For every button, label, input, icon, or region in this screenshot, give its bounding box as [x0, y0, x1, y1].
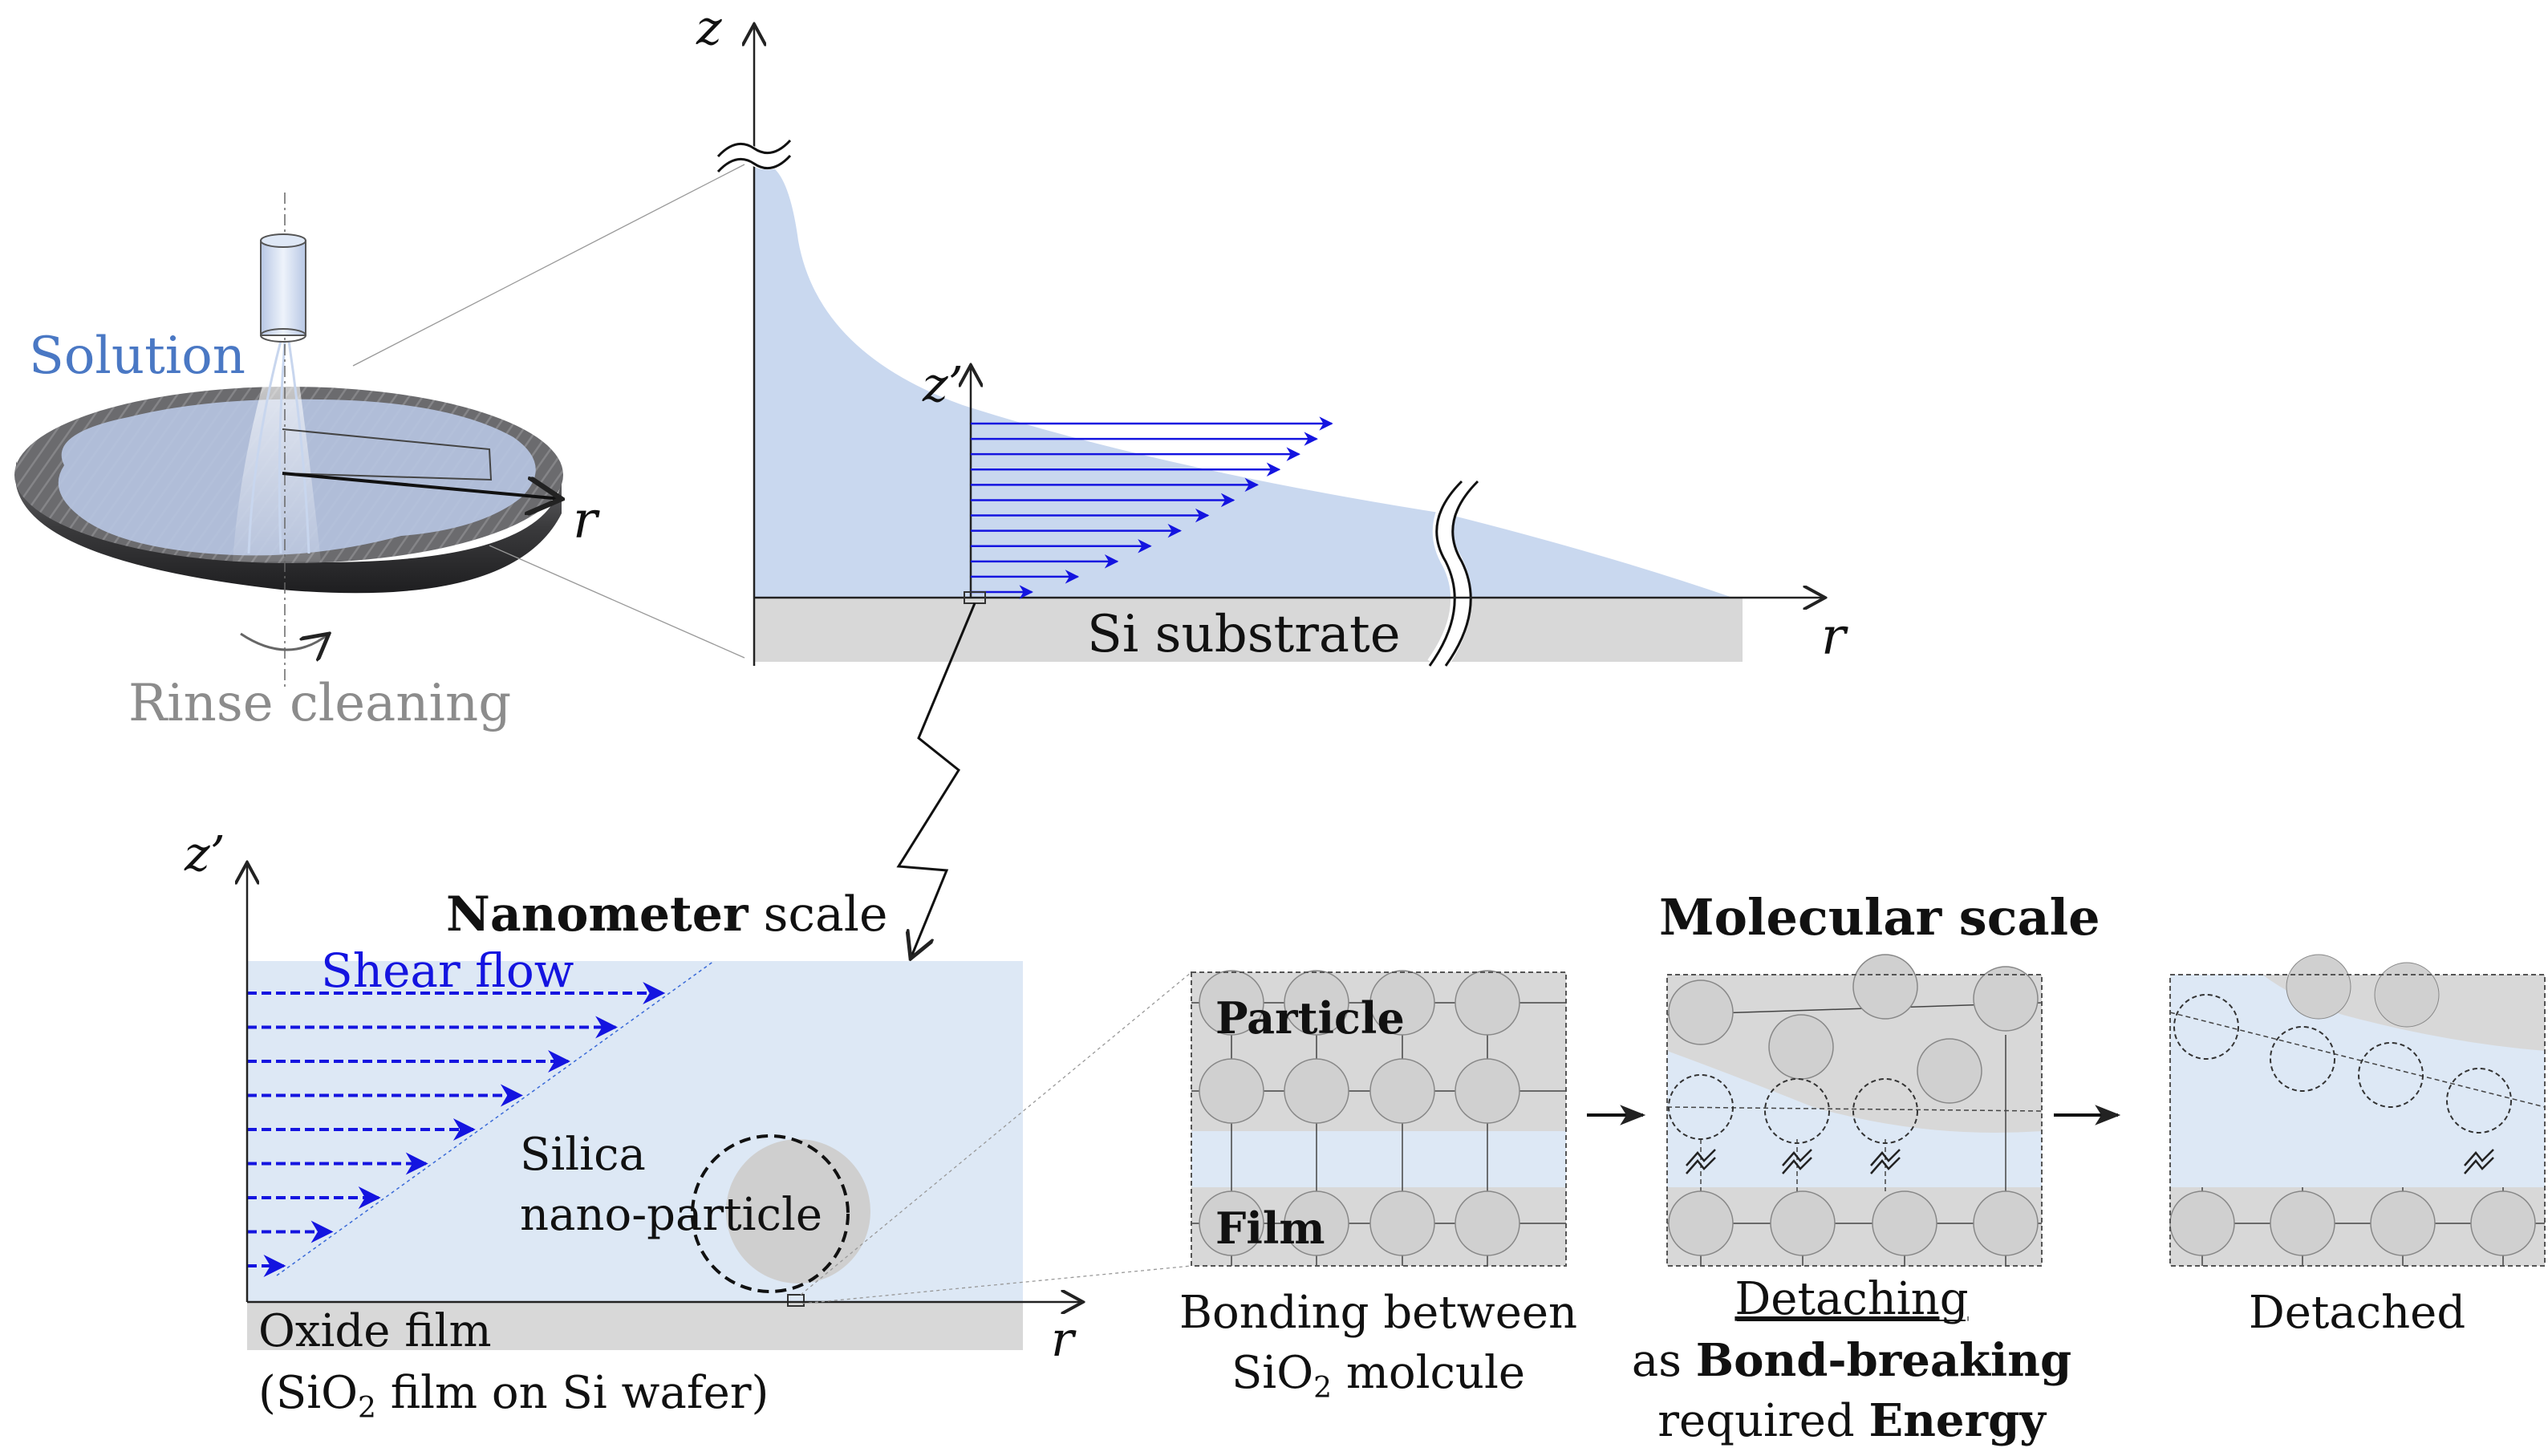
particle-label-line2: nano-particle — [520, 1189, 822, 1241]
profile-r-label: r — [1821, 607, 1848, 667]
nano-zprime-label: z’ — [184, 826, 225, 882]
particle-label-line1: Silica — [520, 1129, 646, 1181]
si-substrate — [754, 598, 1743, 662]
velocity-profile-arrows — [971, 416, 1333, 599]
bonding-caption-line1: Bonding between — [1179, 1287, 1577, 1339]
overview-r-arrow — [282, 472, 562, 499]
sio2-molecule — [1284, 970, 1349, 1036]
sio2-molecule — [1455, 1058, 1520, 1124]
sio2-molecule — [1668, 979, 1734, 1045]
sio2-molecule — [1852, 1078, 1918, 1144]
detaching-caption-line2: as Bond-breaking — [1632, 1334, 2071, 1387]
bond — [2169, 1012, 2546, 1108]
sio2-molecule — [1455, 970, 1520, 1036]
particle-region-label: Particle — [1215, 992, 1405, 1044]
molecular-panel-detached: Detached — [2169, 954, 2546, 1339]
profile-z-label: z — [696, 0, 722, 56]
sio2-molecule — [2370, 1190, 2436, 1256]
sio2-molecule — [1199, 970, 1264, 1036]
rotation-arrow — [240, 634, 329, 650]
sio2-molecule — [2270, 1190, 2335, 1256]
sio2-molecule — [1917, 1038, 1982, 1104]
sio2-molecule — [1668, 1190, 1734, 1256]
bonding-caption-line2: SiO2 molcule — [1231, 1347, 1525, 1405]
sio2-molecule — [2270, 1026, 2335, 1092]
broken-bond-icon — [1782, 1149, 1812, 1166]
wafer-edge — [16, 461, 562, 594]
zoom-arrow — [896, 602, 976, 959]
silica-particle-shadow — [726, 1139, 870, 1284]
nano-r-label: r — [1051, 1312, 1077, 1368]
sio2-molecule — [1852, 954, 1918, 1020]
flow-profile-panel: z r Si substrate z’ — [696, 0, 1848, 672]
sio2-molecule — [1369, 1058, 1435, 1124]
sio2-molecule — [1768, 1014, 1834, 1080]
sio2-molecule — [1668, 1074, 1734, 1140]
shear-flow-arrows — [247, 982, 666, 1277]
molecular-title: Molecular scale — [1659, 888, 2100, 947]
liquid-profile — [754, 163, 1733, 598]
sio2-molecule — [2173, 994, 2239, 1060]
sio2-molecule — [1770, 1190, 1836, 1256]
zoom-guides-2 — [800, 971, 1192, 1304]
sio2-molecule — [1973, 966, 2039, 1032]
detaching-caption-line1: Detaching — [1735, 1273, 1968, 1325]
sio2-molecule — [1455, 1190, 1520, 1256]
molecular-panel-bonded: Particle Film Bonding between SiO2 molcu… — [1179, 970, 1577, 1405]
sio2-molecule — [1973, 1190, 2039, 1256]
sio2-molecule — [1369, 970, 1435, 1036]
wafer-overview: r Solution Rinse cleaning — [14, 193, 600, 733]
solution-label: Solution — [29, 326, 245, 386]
oxide-film — [247, 1302, 1023, 1350]
sio2-molecule — [2169, 1190, 2235, 1256]
sio2-molecule — [1199, 1190, 1264, 1256]
overview-r-label: r — [573, 491, 600, 550]
detaching-caption-line3: required Energy — [1657, 1394, 2047, 1447]
nano-liquid — [247, 961, 1023, 1302]
sio2-molecule — [1764, 1078, 1830, 1144]
spray-cone — [233, 337, 321, 562]
broken-bond-icon — [1870, 1149, 1901, 1166]
shear-flow-label: Shear flow — [321, 943, 574, 998]
sio2-molecule — [1284, 1190, 1349, 1256]
nozzle — [260, 233, 306, 343]
zoom-guides-1 — [352, 164, 745, 659]
oxide-film-sublabel: (SiO2 film on Si wafer) — [258, 1367, 769, 1425]
broken-bond-icon — [2464, 1149, 2494, 1166]
molecular-panel-detaching: Detaching as Bond-breaking required Ener… — [1632, 954, 2071, 1447]
silica-particle — [691, 1134, 850, 1293]
sio2-molecule — [1872, 1190, 1937, 1256]
sio2-molecule — [1369, 1190, 1435, 1256]
sio2-molecule — [2358, 1042, 2424, 1108]
sio2-molecule — [2470, 1190, 2536, 1256]
break-mark — [1427, 473, 1479, 672]
sio2-molecule — [2446, 1068, 2512, 1134]
broken-bond-icon — [1686, 1149, 1716, 1166]
nanometer-title: Nanometer scale — [446, 886, 887, 943]
sio2-molecule — [1284, 1058, 1349, 1124]
si-substrate-label: Si substrate — [1087, 605, 1401, 664]
rinse-cleaning-label: Rinse cleaning — [128, 674, 511, 733]
bond — [1666, 1106, 2043, 1112]
nanometer-panel: Nanometer scale Shear flow Silica nano-p… — [184, 826, 1083, 1425]
sio2-molecule — [1199, 1058, 1264, 1124]
contact-zoom-marker — [787, 1294, 805, 1307]
oxide-film-label: Oxide film — [258, 1305, 492, 1357]
film-region-label: Film — [1215, 1203, 1325, 1254]
profile-zprime-label: z’ — [922, 357, 964, 413]
z-axis-break — [711, 139, 797, 173]
detached-caption: Detached — [2249, 1287, 2465, 1339]
